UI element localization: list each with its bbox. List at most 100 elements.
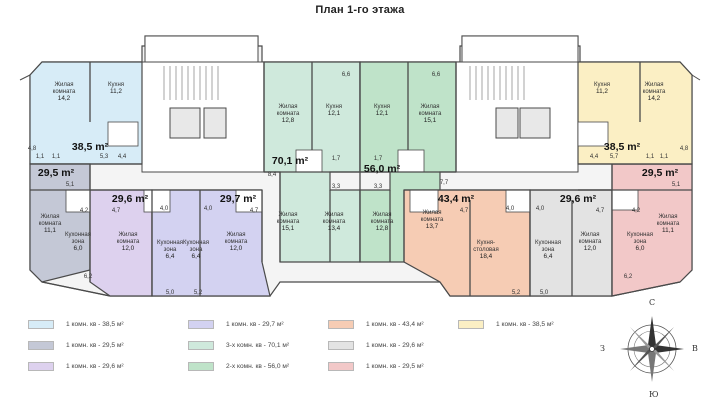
legend-swatch [458,319,484,329]
apt-29-6-right-room-area-0: 6,4 [544,253,553,260]
legend-item: 1 комн. кв - 29,5 м² [328,360,424,372]
apt-left-top-dimension-0: 5,3 [100,154,109,160]
apt-56-0-room-area-0: 12,1 [376,110,389,117]
apt-29-6-left-total-area: 29,6 m² [112,193,149,205]
apt-left-mid-room-label-1: Кухонная [65,232,91,238]
legend-swatch [28,319,54,329]
apt-29-7-dimension-0: 4,0 [204,206,213,212]
apt-56-0-dimension-1: 1,7 [374,156,383,162]
apt-29-7-dimension-1: 4,7 [250,208,259,214]
apt-left-top-dimension-2: 1,1 [36,154,45,160]
apt-29-7-total-area: 29,7 m² [220,193,257,205]
apt-left-mid-dimension-2: 6,2 [84,274,93,280]
legend-swatch [328,340,354,350]
apt-right-top-room-label-1: комната [643,89,666,95]
apt-70-1-room-area-0: 12,8 [282,117,295,124]
apt-29-6-left-room-area-1: 6,4 [166,253,175,260]
apt-43-4-dimension-0: 4,7 [460,208,469,214]
legend-item: 1 комн. кв - 29,7 м² [188,318,284,330]
apt-right-top-dimension-4: 4,8 [680,146,689,152]
apt-right-top-dimension-0: 4,4 [590,154,599,160]
apt-29-6-left-dimension-1: 4,0 [160,206,169,212]
apt-70-1-room-label-0: комната [277,111,300,117]
bathroom-0 [107,121,139,147]
legend-item: 2-х комн. кв - 56,0 м² [188,360,289,372]
legend-swatch [188,361,214,371]
apt-43-4-room-area-0: 13,7 [426,223,439,230]
apt-56-0-room-label-1: Жилая [421,104,440,110]
apt-29-6-left-room-label-1: Кухонная [157,240,183,246]
apt-left-mid-room-area-0: 11,1 [44,227,56,234]
facade-left [19,74,31,81]
apt-left-top-room-label-1: Кухня [108,82,124,88]
apt-29-6-right-room-label-1: Жилая [581,232,600,238]
apt-left-mid-room-label-0: Жилая [41,214,60,220]
apt-56-0-room-area-1: 15,1 [424,117,437,124]
apt-left-mid-dimension-0: 5,1 [66,182,75,188]
apt-56-0-room-label-1: комната [419,111,442,117]
apt-29-6-right-dimension-1: 4,7 [596,208,605,214]
apt-right-top-dimension-2: 1,1 [646,154,655,160]
apt-29-7-room-label-0: Кухонная [183,240,209,246]
balcony-right [611,281,681,297]
apt-70-1-room-label-3: Жилая [325,212,344,218]
apt-left-mid-room-label-0: комната [39,221,62,227]
compass-south: Ю [649,390,659,399]
bathroom-3 [409,189,439,213]
apt-right-mid-dimension-1: 4,2 [632,208,641,214]
apt-left-top-total-area: 38,5 m² [72,141,109,153]
apt-right-top-room-area-0: 11,2 [596,88,608,95]
apt-29-6-left-room-label-0: комната [117,239,140,245]
apt-56-0-room-label-0: Кухня [374,104,390,110]
apt-29-7-room-label-1: комната [225,239,248,245]
apt-right-mid-room-area-1: 11,1 [662,227,674,234]
apt-29-6-right-room-area-1: 12,0 [584,245,597,252]
apt-29-6-left-room-area-0: 12,0 [122,245,135,252]
apt-right-mid-room-label-0: зона [634,239,647,245]
apt-70-1-dimension-2: 1,7 [332,156,341,162]
apt-56-0-dimension-0: 6,6 [432,72,441,78]
elevator-left-2 [203,107,227,139]
apt-left-top-dimension-4: 4,8 [28,146,37,152]
apt-70-1-room-area-3: 13,4 [328,225,341,232]
apt-29-7-room-label-0: зона [190,247,203,253]
apt-right-mid-dimension-2: 6,2 [624,274,633,280]
apt-29-7-dimension-2: 5,2 [194,290,203,296]
apt-29-6-right-dimension-0: 4,0 [536,206,545,212]
legend-label: 1 комн. кв - 29,5 м² [366,362,424,370]
apt-29-6-left-room-label-1: зона [164,247,177,253]
apt-left-mid-total-area: 29,5 m² [38,167,75,179]
apt-right-top-room-label-1: Жилая [645,82,664,88]
stair-block-left [144,35,259,63]
apt-right-mid-room-label-0: Кухонная [627,232,653,238]
legend-label: 2-х комн. кв - 56,0 м² [226,362,290,370]
apt-right-mid-total-area: 29,5 m² [642,167,679,179]
legend-label: 1 комн. кв - 38,5 м² [66,320,124,328]
legend-label: 1 комн. кв - 38,5 м² [496,320,554,328]
compass-rose-icon: С Ю З В [600,298,698,400]
apt-29-6-right-room-label-0: зона [542,247,555,253]
apt-left-top-room-label-0: Жилая [55,82,74,88]
apt-70-1-room-label-1: Кухня [326,104,342,110]
apt-70-1-room-area-2: 15,1 [282,225,295,232]
elevator-right-2 [519,107,551,139]
apt-right-mid-room-label-1: комната [657,221,680,227]
apt-70-1-dimension-0: 6,6 [342,72,351,78]
legend-swatch [328,361,354,371]
legend-label: 1 комн. кв - 43,4 м² [366,320,424,328]
apt-56-0-dimension-3: 7,7 [440,180,449,186]
apt-70-1-dimension-3: 3,3 [332,184,341,190]
apt-43-4-dimension-1: 4,0 [506,206,515,212]
apt-43-4-room-label-0: Жилая [423,210,442,216]
stair-block-right [461,35,579,63]
apt-29-6-right-dimension-2: 5,0 [540,290,549,296]
legend-label: 1 комн. кв - 29,5 м² [66,341,124,349]
legend-item: 1 комн. кв - 38,5 м² [28,318,124,330]
legend-item: 1 комн. кв - 43,4 м² [328,318,424,330]
legend-swatch [28,340,54,350]
apt-70-1-room-label-2: Жилая [279,212,298,218]
apt-43-4-total-area: 43,4 m² [438,193,475,205]
apt-29-6-right-room-label-1: комната [579,239,602,245]
